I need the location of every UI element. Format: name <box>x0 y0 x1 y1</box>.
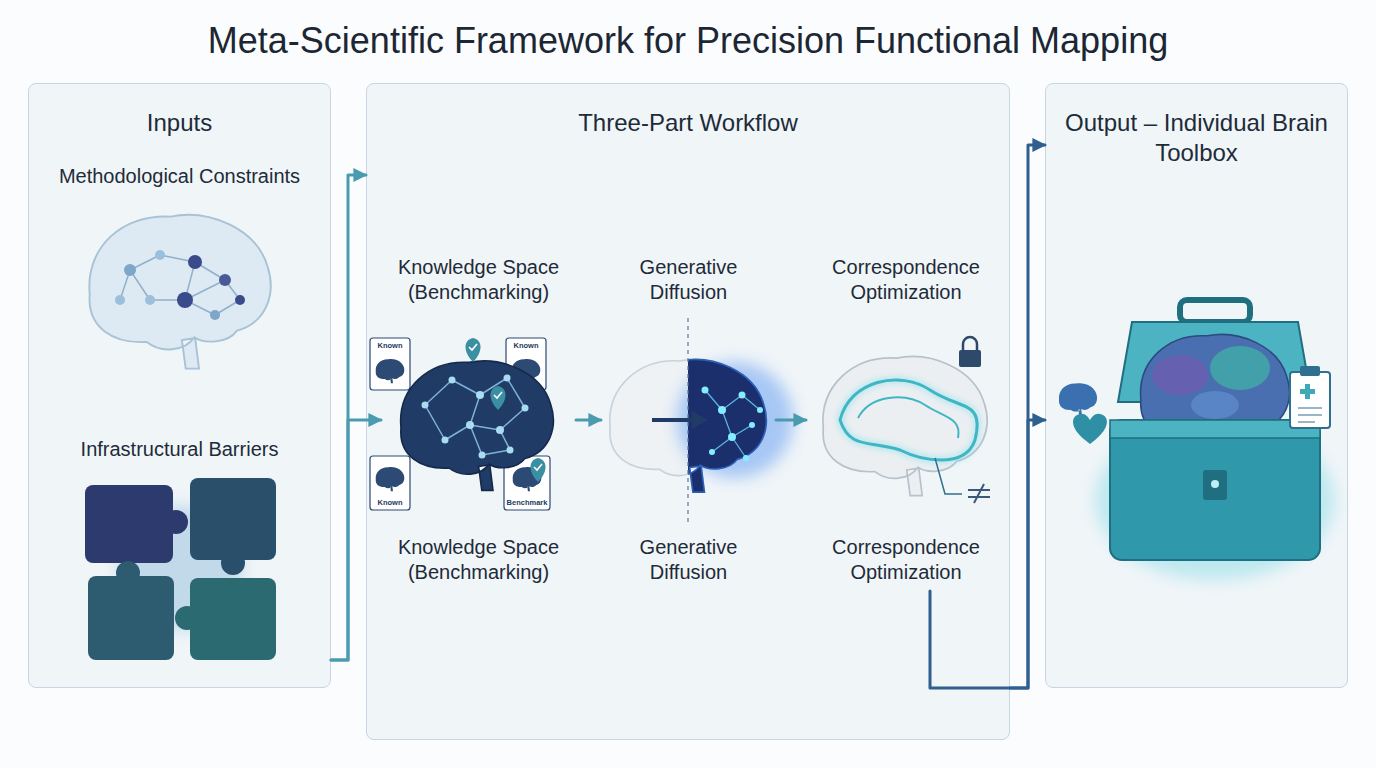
card-label: Known <box>370 498 410 507</box>
input-panel: InputsMethodological ConstraintsInfrastr… <box>28 83 331 688</box>
node-heading: Output – Individual Brain Toolbox <box>1046 108 1347 168</box>
node-text: Methodological Constraints <box>29 164 330 189</box>
node-heading: Inputs <box>29 108 330 138</box>
diagram-title: Meta-Scientific Framework for Precision … <box>0 18 1376 64</box>
node-text: Generative Diffusion <box>601 535 776 585</box>
flow-connector <box>331 175 366 660</box>
workflow-panel: Three-Part WorkflowKnowledge Space (Benc… <box>366 83 1010 740</box>
card-label: Known <box>506 341 546 350</box>
node-text: Infrastructural Barriers <box>29 437 330 462</box>
output-panel: Output – Individual Brain Toolbox <box>1045 83 1348 688</box>
workflow-step: Generative DiffusionGenerative Diffusion <box>601 251 776 591</box>
flow-connector <box>1010 145 1045 688</box>
node-text: Correspondence Optimization <box>806 535 1006 585</box>
node-heading: Correspondence Optimization <box>806 255 1006 305</box>
node-heading: Three-Part Workflow <box>367 108 1009 138</box>
node-text: Knowledge Space (Benchmarking) <box>381 535 576 585</box>
node-heading: Generative Diffusion <box>601 255 776 305</box>
workflow-step: Correspondence OptimizationCorrespondenc… <box>806 251 1006 591</box>
card-label: Known <box>370 341 410 350</box>
card-label: Benchmark <box>504 498 550 507</box>
node-heading: Knowledge Space (Benchmarking) <box>381 255 576 305</box>
workflow-step: Knowledge Space (Benchmarking) Knowledge … <box>381 251 576 591</box>
